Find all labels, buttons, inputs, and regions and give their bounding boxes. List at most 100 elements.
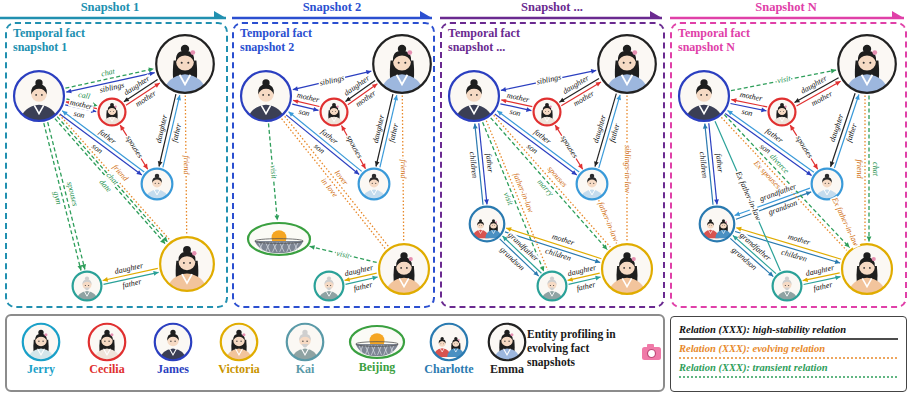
arrowhead bbox=[120, 125, 125, 131]
edge-label: father bbox=[96, 127, 118, 146]
arrowhead bbox=[153, 271, 158, 276]
entity-circle bbox=[601, 243, 653, 295]
entity-name: Emma bbox=[462, 363, 552, 376]
relation-line bbox=[721, 117, 846, 250]
camera-lens bbox=[648, 350, 656, 358]
arrowhead bbox=[616, 95, 621, 101]
edge-label: spouses bbox=[65, 180, 79, 208]
entity-border bbox=[221, 324, 257, 360]
arrowhead bbox=[735, 212, 741, 217]
edge-label: daughter bbox=[154, 113, 169, 145]
eye bbox=[174, 341, 175, 342]
portrait-ground bbox=[449, 71, 499, 121]
hair-bun bbox=[700, 79, 707, 86]
arrowhead bbox=[594, 161, 599, 166]
eye bbox=[400, 267, 402, 269]
stadium-lattice bbox=[294, 242, 298, 252]
entity-border bbox=[602, 244, 652, 294]
eye bbox=[708, 225, 710, 227]
edge-label: grandson bbox=[767, 199, 800, 218]
eye bbox=[183, 262, 185, 264]
edge-label: son bbox=[507, 108, 522, 119]
beard bbox=[549, 288, 554, 291]
entity-border bbox=[160, 237, 214, 291]
collar bbox=[326, 291, 331, 296]
entity-border bbox=[700, 207, 735, 242]
arrowhead bbox=[497, 111, 503, 116]
portrait-ground bbox=[769, 99, 796, 126]
hair-bun bbox=[545, 103, 549, 107]
hair-bun bbox=[441, 337, 444, 340]
entity-circle bbox=[72, 271, 102, 301]
entity-name: Beijing bbox=[332, 361, 422, 374]
entity-circle bbox=[811, 168, 843, 200]
hair-flower bbox=[407, 50, 412, 55]
relation-line bbox=[864, 96, 865, 242]
collar bbox=[84, 291, 89, 296]
eye bbox=[327, 285, 328, 286]
portrait bbox=[768, 98, 796, 126]
eye bbox=[828, 183, 829, 184]
eye bbox=[404, 62, 406, 64]
stadium-lattice bbox=[384, 345, 388, 355]
edge-label: marry bbox=[534, 177, 554, 198]
legend-line-sample bbox=[679, 355, 898, 361]
hair-bun bbox=[302, 330, 307, 335]
entity-border bbox=[577, 169, 608, 200]
edge-label: chat bbox=[100, 67, 117, 78]
eye bbox=[398, 62, 400, 64]
figure bbox=[433, 337, 464, 357]
relation-line bbox=[735, 232, 840, 264]
eye bbox=[35, 94, 37, 96]
portrait-ground bbox=[221, 324, 257, 360]
arrowhead bbox=[66, 89, 71, 94]
relation-line bbox=[483, 122, 544, 271]
collar bbox=[109, 117, 114, 121]
eye bbox=[306, 341, 307, 342]
relation-edge bbox=[721, 117, 846, 250]
place-icon bbox=[247, 222, 311, 256]
camera-body bbox=[642, 347, 661, 360]
hair-bun bbox=[35, 79, 42, 86]
arrowhead bbox=[526, 107, 531, 112]
portrait bbox=[154, 323, 192, 361]
stadium bbox=[356, 333, 399, 356]
collar bbox=[589, 190, 595, 195]
collar bbox=[492, 230, 496, 233]
arrowhead bbox=[533, 271, 538, 276]
hair-bun bbox=[85, 276, 89, 280]
entity-circle: Kai bbox=[286, 323, 324, 361]
arrowhead bbox=[731, 98, 736, 103]
hair-bun bbox=[262, 79, 269, 86]
hair-flower bbox=[192, 251, 196, 255]
eye bbox=[623, 62, 625, 64]
eye bbox=[187, 62, 189, 64]
eye bbox=[863, 62, 865, 64]
portrait-ground bbox=[73, 272, 102, 301]
stadium-lattice bbox=[266, 242, 270, 252]
collar bbox=[479, 230, 483, 233]
edge-label: father bbox=[531, 127, 553, 146]
portrait-ground bbox=[155, 324, 191, 360]
hair-bun bbox=[400, 252, 407, 259]
arrowhead bbox=[768, 271, 773, 276]
eye bbox=[372, 183, 373, 184]
hair-bun bbox=[104, 330, 109, 335]
hair-flower bbox=[242, 333, 245, 336]
portrait bbox=[597, 34, 657, 94]
collar bbox=[182, 274, 192, 283]
hair-flower bbox=[110, 333, 113, 336]
edge-label: father bbox=[812, 280, 834, 292]
legend-line-sample bbox=[679, 336, 898, 342]
eye bbox=[38, 341, 39, 342]
eye bbox=[470, 94, 472, 96]
entity-border bbox=[842, 244, 892, 294]
relation-line bbox=[310, 246, 378, 262]
hair-bun bbox=[709, 219, 712, 222]
place-ground bbox=[248, 223, 310, 255]
entity-circle bbox=[13, 70, 65, 122]
eye bbox=[779, 110, 781, 112]
hair-flower bbox=[510, 333, 513, 336]
edge-label: mother bbox=[809, 89, 834, 108]
stadium-lattice bbox=[280, 242, 284, 252]
